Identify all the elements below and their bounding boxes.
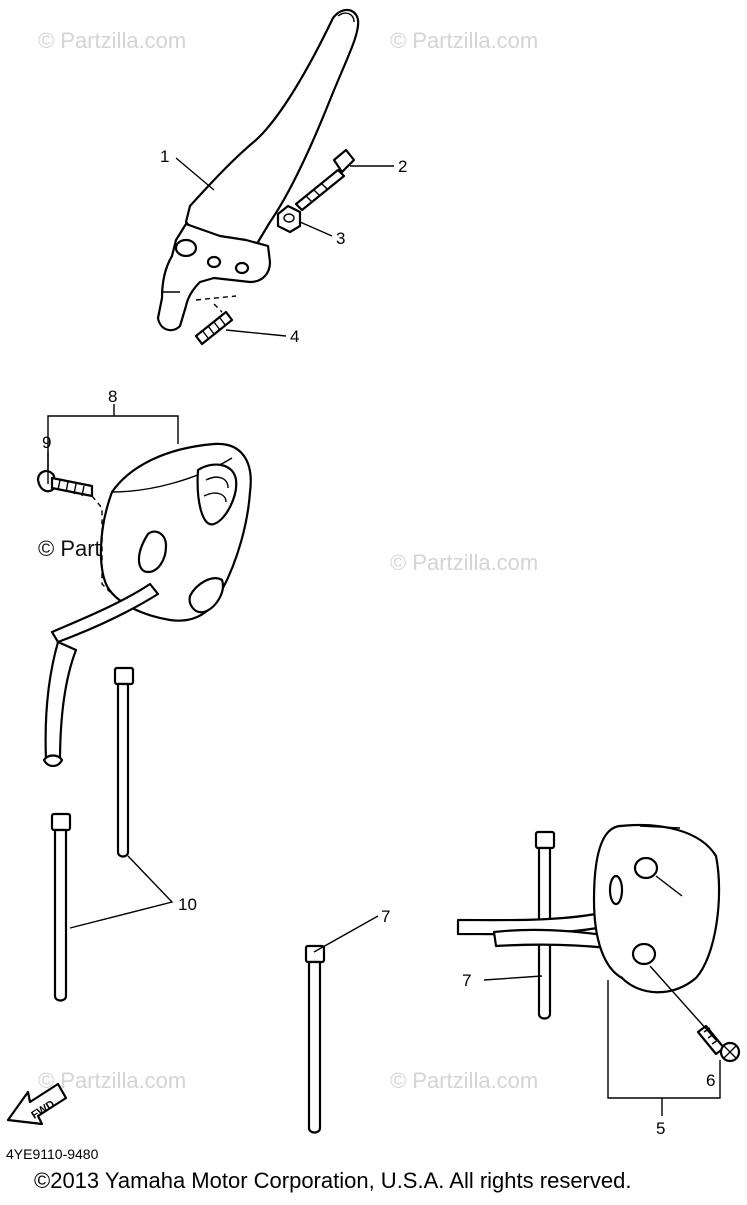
fwd-arrow-icon: FWD [6, 1082, 68, 1126]
part-code: 4YE9110-9480 [6, 1146, 99, 1162]
watermark: © Partzilla.com [38, 1068, 186, 1093]
watermark: © Partzilla.com [390, 28, 538, 53]
callout-8: 8 [108, 387, 117, 406]
watermark: © Partzilla.com [38, 28, 186, 53]
handlebar-switch-left [42, 442, 252, 768]
callout-2: 2 [398, 157, 407, 176]
callout-6: 6 [706, 1071, 715, 1090]
callout-1: 1 [160, 147, 169, 166]
callout-4: 4 [290, 327, 299, 346]
cable-tie [113, 666, 135, 858]
callout-7: 7 [381, 907, 390, 926]
cable-tie [50, 812, 72, 1002]
callout-3: 3 [336, 229, 345, 248]
switch-screw [36, 470, 111, 593]
lever-nut [276, 204, 302, 234]
callout-5: 5 [656, 1119, 665, 1138]
copyright-notice: ©2013 Yamaha Motor Corporation, U.S.A. A… [34, 1168, 632, 1193]
cable-tie [304, 944, 326, 1134]
leader-lines [47, 157, 721, 1116]
clutch-lever [156, 8, 360, 332]
watermark: © Partzilla.com [390, 550, 538, 575]
lever-pivot-bolt [294, 148, 356, 212]
switch-screw [696, 1024, 741, 1063]
callout-7: 7 [462, 971, 471, 990]
lever-spring [194, 295, 237, 346]
callout-10: 10 [178, 895, 197, 914]
watermark: © Partzilla.com [390, 1068, 538, 1093]
handlebar-switch-right [456, 823, 721, 994]
callout-9: 9 [42, 433, 51, 452]
